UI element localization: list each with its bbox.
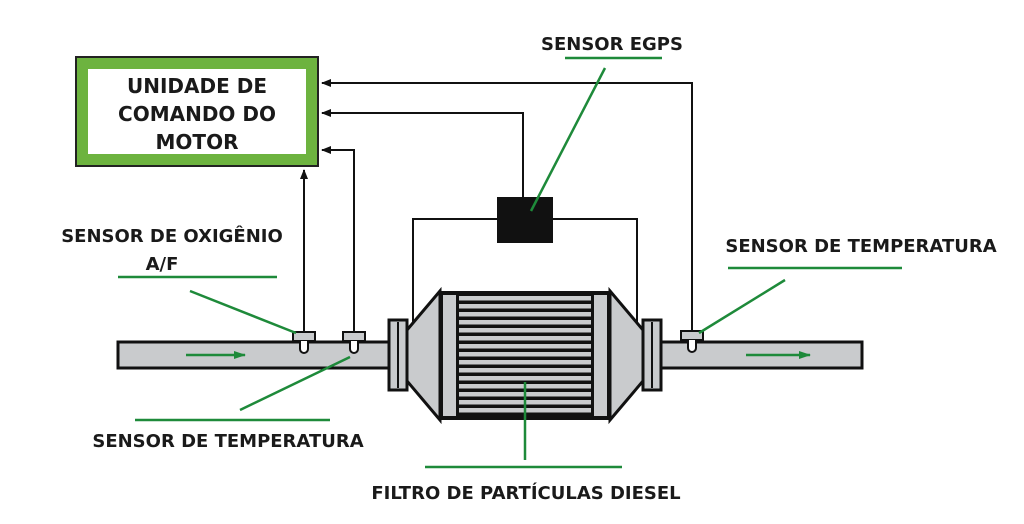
label-oxygen-sensor: SENSOR DE OXIGÊNIO: [61, 225, 283, 247]
oxygen-sensor: [292, 331, 316, 354]
filter-fin: [459, 328, 591, 333]
filter-fin: [459, 320, 591, 325]
label-egps-sensor: SENSOR EGPS: [541, 34, 683, 55]
temperature-sensor-inlet: [342, 331, 366, 354]
filter-fin: [459, 376, 591, 381]
egps-sensor-box: [497, 197, 553, 243]
filter-fin: [459, 312, 591, 317]
signal-wires: [300, 79, 693, 331]
filter-fin: [459, 336, 591, 341]
label-temperature-sensor-outlet: SENSOR DE TEMPERATURA: [725, 236, 996, 257]
label-temperature-sensor-inlet: SENSOR DE TEMPERATURA: [92, 431, 363, 452]
temperature-sensor-outlet: [680, 330, 704, 353]
ecu-label-line2: COMANDO DO: [118, 102, 276, 126]
label-oxygen-sensor-af: A/F: [146, 254, 179, 275]
ecu-label-line3: MOTOR: [156, 130, 239, 154]
label-diesel-particulate-filter: FILTRO DE PARTÍCULAS DIESEL: [371, 482, 680, 504]
leader-lines: [118, 56, 902, 469]
filter-fin: [459, 352, 591, 357]
ecu-label-line1: UNIDADE DE: [127, 74, 267, 98]
filter-fin: [459, 296, 591, 301]
exhaust-pipe: [116, 340, 864, 370]
engine-control-unit: UNIDADE DE COMANDO DO MOTOR: [75, 56, 319, 167]
filter-fin: [459, 304, 591, 309]
filter-fin: [459, 368, 591, 373]
filter-fin: [459, 360, 591, 365]
filter-fin: [459, 344, 591, 349]
